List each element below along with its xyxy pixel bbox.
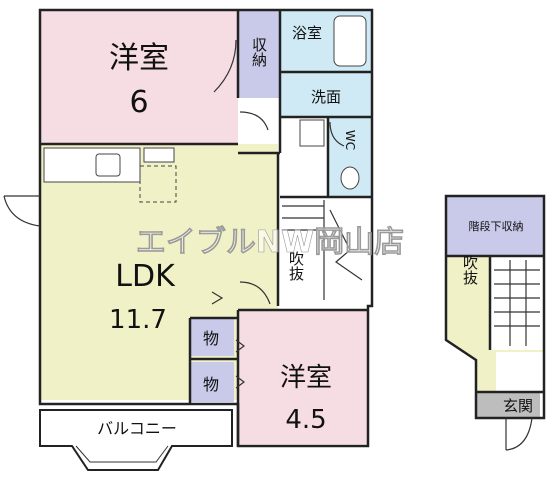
ldk-size: 11.7 [109,305,167,335]
balcony-inner [75,445,169,463]
ldk-marker-3 [235,375,245,389]
stairs-side [494,260,540,346]
wc-label: WC [343,130,357,150]
western1-name: 洋室 [109,41,169,76]
balcony [39,409,233,471]
stairs-main [282,200,363,300]
storage2-label: 物 [203,375,219,394]
stair-area [278,197,372,307]
ldk-name: LDK [115,259,176,294]
western-room-1 [40,10,238,144]
door-entrance [505,417,533,451]
under-stair-label: 階段下収納 [469,219,524,233]
under-stair-storage [446,196,544,256]
ldk-marker-2 [235,339,245,353]
western2-name: 洋室 [280,363,332,393]
side-unit-wall [444,194,546,420]
closet-text: 収納 [250,37,268,68]
bathtub [333,15,367,67]
hall-small [238,98,280,153]
western-room-2 [238,310,368,444]
fridge-space [139,165,177,203]
range-box [143,147,175,163]
storage-room-1 [190,318,234,356]
closet-top [238,10,280,98]
door-ldk-left [3,195,41,227]
wash-room [280,72,372,117]
outer-wall-main [38,8,374,448]
door-hall [239,111,269,131]
western2-size: 4.5 [285,405,326,435]
door-ldk-hall [239,281,271,305]
door-wc [329,121,345,147]
balcony-label: バルコニー [97,419,177,438]
ldk-marker-1 [211,291,224,305]
fukinuke-main-label: 吹抜 [287,251,305,282]
fukinuke-side-label: 吹抜 [461,255,479,286]
entrance-area [476,392,540,418]
toilet [340,166,360,190]
wash-basin [299,119,325,147]
bath-label: 浴室 [292,24,322,42]
side-stair-area [490,256,544,350]
kitchen-sink [95,153,121,177]
entrance-label: 玄関 [503,397,533,415]
western1-size: 6 [129,85,148,120]
door-w1 [213,39,237,93]
storage-room-2 [190,362,234,402]
wash-label: 洗面 [311,88,341,106]
kitchen-counter [43,147,141,183]
watermark: エイブルNW岡山店 [136,225,404,260]
storage1-label: 物 [203,329,219,348]
